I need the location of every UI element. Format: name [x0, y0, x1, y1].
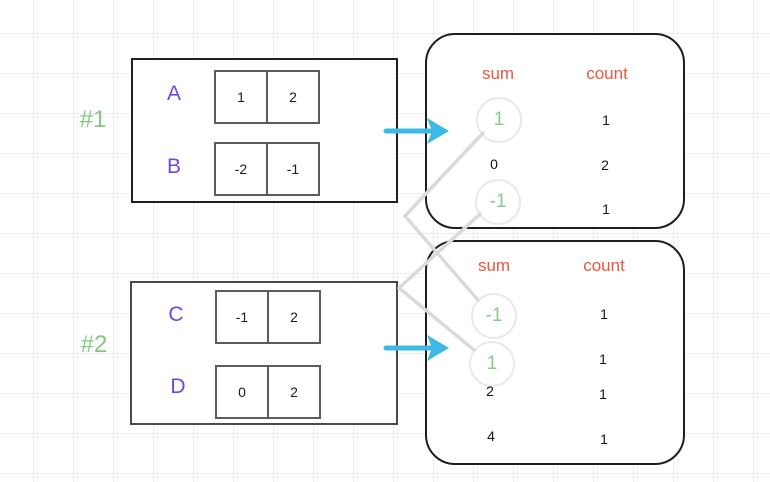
count-value: 1 — [599, 386, 607, 402]
sum-value-circled: -1 — [475, 179, 521, 225]
array-cell: 1 — [214, 70, 268, 124]
group-2-label: #2 — [80, 331, 108, 358]
group-1-label: #1 — [79, 106, 107, 133]
sum-value: 2 — [486, 383, 494, 399]
count-value: 1 — [600, 306, 608, 322]
group-1-result-table: sum count 1 1 0 2 -1 1 — [425, 33, 685, 229]
array-c-label: C — [168, 303, 184, 326]
count-column-header: count — [583, 256, 625, 275]
sum-column-header: sum — [477, 256, 511, 275]
sum-value-circled: -1 — [471, 293, 517, 339]
array-cell: -1 — [266, 142, 320, 196]
sum-value-circled: 1 — [469, 341, 515, 387]
array-cell: -1 — [215, 290, 269, 344]
count-value: 2 — [601, 157, 609, 173]
array-b-label: B — [166, 155, 182, 178]
count-value: 1 — [602, 201, 610, 217]
sum-value: 0 — [490, 156, 498, 172]
array-d-label: D — [170, 375, 186, 398]
array-cell: 0 — [215, 365, 269, 419]
group-1-box: A 1 2 B -2 -1 — [131, 58, 398, 203]
count-value: 1 — [599, 351, 607, 367]
array-cell: 2 — [267, 365, 321, 419]
count-value: 1 — [602, 112, 610, 128]
array-cell: 2 — [266, 70, 320, 124]
array-cell: -2 — [214, 142, 268, 196]
array-d-cells: 0 2 — [215, 365, 321, 419]
array-b-cells: -2 -1 — [214, 142, 320, 196]
group-2-box: C -1 2 D 0 2 — [130, 281, 398, 425]
sum-value: 4 — [487, 428, 495, 444]
array-cell: 2 — [267, 290, 321, 344]
array-a-cells: 1 2 — [214, 70, 320, 124]
sum-value-circled: 1 — [476, 97, 522, 143]
count-value: 1 — [600, 431, 608, 447]
array-a-label: A — [166, 82, 182, 105]
count-column-header: count — [586, 64, 628, 83]
array-c-cells: -1 2 — [215, 290, 321, 344]
sum-column-header: sum — [481, 64, 515, 83]
group-2-result-table: sum count -1 1 1 1 2 1 4 1 — [425, 240, 685, 465]
